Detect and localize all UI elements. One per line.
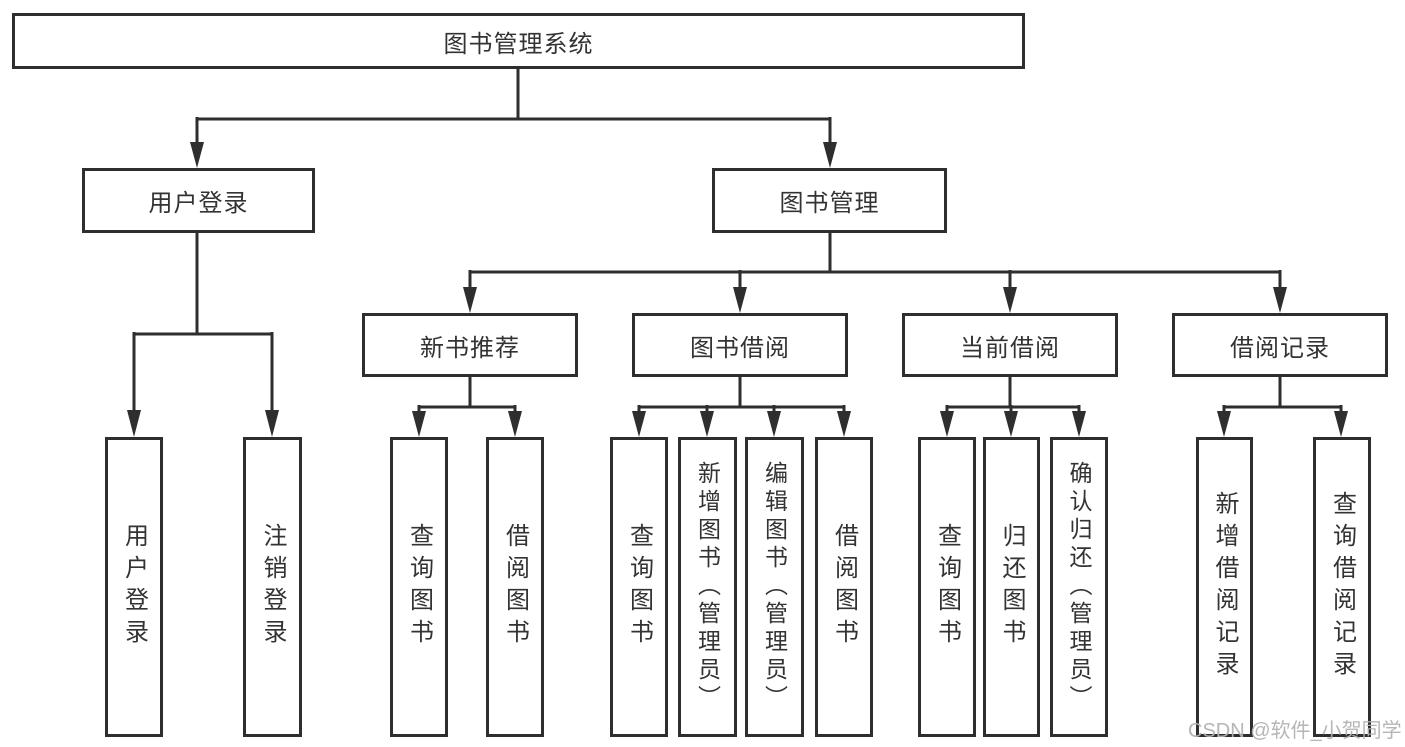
leaf-newbooks-borrow-books: 借阅图书 bbox=[486, 437, 544, 737]
node-book-borrow: 图书借阅 bbox=[632, 313, 848, 377]
leaf-label: 查询图书 bbox=[933, 523, 961, 651]
leaf-label: 查询图书 bbox=[625, 523, 653, 651]
node-book-management: 图书管理 bbox=[712, 168, 947, 233]
node-label: 新书推荐 bbox=[420, 334, 520, 362]
leaf-label: 新增图书（管理员） bbox=[694, 461, 721, 713]
leaf-current-query-books: 查询图书 bbox=[918, 437, 976, 737]
leaf-current-confirm-return-admin: 确认归还（管理员） bbox=[1050, 437, 1108, 737]
leaf-label: 查询图书 bbox=[405, 523, 433, 651]
node-label: 图书借阅 bbox=[690, 334, 790, 362]
leaf-borrow-query-books: 查询图书 bbox=[610, 437, 668, 737]
node-library-management-system: 图书管理系统 bbox=[12, 13, 1025, 69]
leaf-label: 查询借阅记录 bbox=[1328, 491, 1356, 683]
node-label: 用户登录 bbox=[148, 190, 249, 217]
leaf-label: 注销登录 bbox=[259, 523, 286, 651]
node-user-login: 用户登录 bbox=[82, 168, 315, 233]
node-borrow-records: 借阅记录 bbox=[1172, 313, 1388, 377]
leaf-records-query-borrow-record: 查询借阅记录 bbox=[1313, 437, 1371, 737]
node-new-book-recommend: 新书推荐 bbox=[362, 313, 578, 377]
node-label: 图书管理系统 bbox=[443, 30, 594, 58]
leaf-user-login: 用户登录 bbox=[105, 437, 163, 737]
leaf-label: 确认归还（管理员） bbox=[1066, 461, 1092, 713]
leaf-current-return-books: 归还图书 bbox=[983, 437, 1040, 737]
node-label: 图书管理 bbox=[779, 190, 880, 217]
leaf-label: 用户登录 bbox=[120, 523, 148, 651]
leaf-label: 新增借阅记录 bbox=[1211, 491, 1238, 683]
leaf-label: 编辑图书（管理员） bbox=[761, 461, 788, 713]
leaf-label: 归还图书 bbox=[998, 523, 1025, 651]
leaf-label: 借阅图书 bbox=[830, 523, 858, 651]
leaf-borrow-edit-books-admin: 编辑图书（管理员） bbox=[745, 437, 804, 737]
leaf-borrow-add-books-admin: 新增图书（管理员） bbox=[678, 437, 737, 737]
leaf-label: 借阅图书 bbox=[501, 523, 529, 651]
node-current-borrow: 当前借阅 bbox=[902, 313, 1118, 377]
csdn-watermark: CSDN @软件_小贺同学 bbox=[1188, 720, 1402, 742]
leaf-newbooks-query-books: 查询图书 bbox=[390, 437, 448, 737]
leaf-borrow-borrow-books: 借阅图书 bbox=[815, 437, 873, 737]
node-label: 借阅记录 bbox=[1230, 334, 1330, 362]
node-label: 当前借阅 bbox=[960, 334, 1060, 362]
leaf-records-add-borrow-record: 新增借阅记录 bbox=[1196, 437, 1253, 737]
leaf-logout: 注销登录 bbox=[243, 437, 302, 737]
